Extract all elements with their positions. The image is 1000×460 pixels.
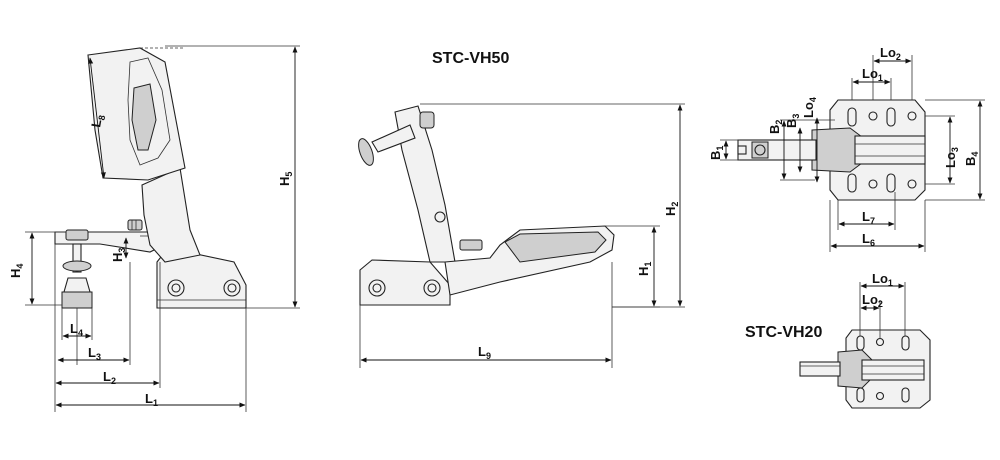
svg-text:H3: H3 bbox=[110, 248, 127, 262]
label-lo2-small: Lo2 bbox=[862, 292, 883, 309]
middle-pressing-pad bbox=[358, 138, 374, 166]
label-h4: H4 bbox=[8, 264, 25, 278]
label-h3: H3 bbox=[110, 248, 127, 262]
label-l8: L8 bbox=[88, 113, 107, 129]
svg-text:B3: B3 bbox=[784, 114, 801, 128]
label-h5: H5 bbox=[277, 172, 294, 186]
label-l4: L4 bbox=[70, 321, 83, 338]
left-lever-link bbox=[141, 167, 201, 263]
label-b3: B3 bbox=[784, 114, 801, 128]
dim-line-l8 bbox=[88, 57, 106, 179]
svg-text:H5: H5 bbox=[277, 172, 294, 186]
title-stc-vh50: STC-VH50 bbox=[432, 50, 510, 67]
label-h2: H2 bbox=[663, 202, 680, 216]
middle-dimensions bbox=[359, 103, 685, 368]
left-clamp-view bbox=[54, 47, 247, 309]
svg-text:B4: B4 bbox=[963, 152, 980, 166]
svg-text:H4: H4 bbox=[8, 264, 25, 278]
label-l1: L1 bbox=[145, 391, 158, 408]
label-b2: B2 bbox=[767, 120, 784, 134]
svg-text:B1: B1 bbox=[708, 146, 725, 160]
top-view bbox=[737, 99, 926, 201]
svg-text:Lo3: Lo3 bbox=[943, 147, 960, 168]
label-h1: H1 bbox=[636, 262, 653, 276]
small-view bbox=[799, 329, 931, 409]
svg-text:H1: H1 bbox=[636, 262, 653, 276]
top-view-dimensions bbox=[720, 55, 985, 252]
label-l7: L7 bbox=[862, 209, 875, 226]
label-lo4: Lo4 bbox=[801, 97, 818, 118]
middle-clamp-view bbox=[358, 105, 615, 306]
title-stc-vh20: STC-VH20 bbox=[745, 324, 823, 341]
label-lo2: Lo2 bbox=[880, 45, 901, 62]
middle-handle-grip bbox=[504, 231, 607, 263]
svg-text:B2: B2 bbox=[767, 120, 784, 134]
label-lo3: Lo3 bbox=[943, 147, 960, 168]
label-l6: L6 bbox=[862, 231, 875, 248]
left-dimensions bbox=[25, 45, 300, 412]
svg-text:H2: H2 bbox=[663, 202, 680, 216]
label-lo1: Lo1 bbox=[862, 66, 883, 83]
label-lo1-small: Lo1 bbox=[872, 271, 893, 288]
svg-text:L8: L8 bbox=[88, 113, 107, 129]
dimension-labels: L1 L2 L3 L4 L9 L7 L6 Lo1 Lo2 Lo1 Lo2 H4 … bbox=[8, 45, 980, 408]
label-b1: B1 bbox=[708, 146, 725, 160]
small-view-dimensions bbox=[859, 282, 906, 338]
label-l9: L9 bbox=[478, 344, 491, 361]
middle-base bbox=[359, 259, 451, 306]
label-l3: L3 bbox=[88, 345, 101, 362]
svg-text:Lo4: Lo4 bbox=[801, 97, 818, 118]
label-b4: B4 bbox=[963, 152, 980, 166]
label-l2: L2 bbox=[103, 369, 116, 386]
left-handle-grip bbox=[131, 83, 157, 151]
